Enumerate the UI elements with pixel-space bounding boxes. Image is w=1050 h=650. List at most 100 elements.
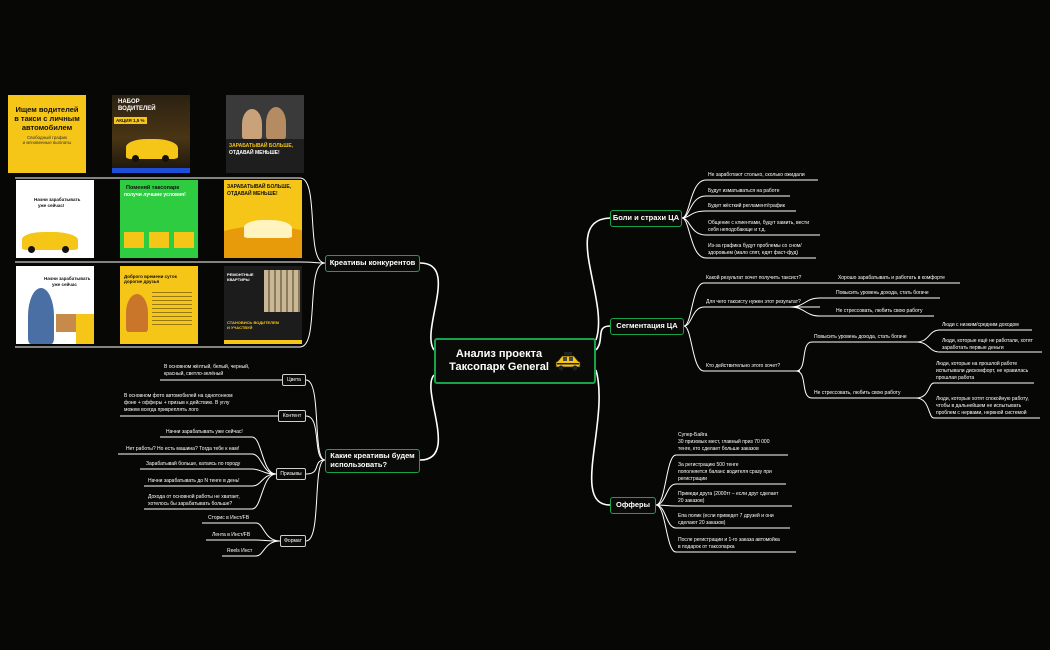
box-shape	[56, 314, 78, 332]
wheel-shape	[132, 155, 139, 162]
segment-q3-answer-2: Не стрессовать, любить свою работу	[814, 390, 901, 396]
wheel-shape	[62, 246, 69, 253]
segment-q2: Для чего таксисту нужен этот результат?	[706, 299, 801, 305]
offer-item-1: Супер-Байга 30 призовых мест, главный пр…	[678, 432, 770, 452]
call-item-5: Дохода от основной работы не хватает, хо…	[148, 494, 240, 507]
taxi-car-shape	[126, 139, 178, 159]
pain-item-4: Общение с клиентами, будут хамить, вести…	[708, 220, 810, 233]
thumb-7-line-2: уже сейчас	[52, 282, 77, 287]
format-label: Формат	[284, 538, 302, 544]
colors-text: В основном жёлтый, белый, черный, красны…	[164, 364, 250, 377]
competitor-thumbnail-9[interactable]: РЕМОНТНЫЕ КВАРТИРЫ СТАНОВИСЬ ВОДИТЕЛЕМ И…	[224, 266, 302, 344]
thumb-5-line-1: Поменяй таксопарк	[126, 185, 180, 191]
competitor-thumbnail-4[interactable]: Начни зарабатывать уже сейчас!	[16, 180, 94, 258]
call-item-1: Начни зарабатывать уже сейчас!	[166, 429, 243, 435]
offer-item-5: После регистрации и 1-го заказа автомойк…	[678, 537, 780, 550]
call-item-2: Нет работы? Но есть машина? Тогда тебе к…	[126, 446, 240, 452]
thumb-9-line-1: РЕМОНТНЫЕ	[227, 272, 254, 277]
offer-box	[149, 232, 169, 248]
competitor-thumbnail-1[interactable]: Ищем водителей в такси с личным автомоби…	[8, 95, 86, 173]
colors-node[interactable]: Цвета	[282, 374, 306, 386]
thumb-7-line-1: Начни зарабатывать	[44, 276, 91, 281]
footer-strip	[112, 168, 190, 173]
person-shape	[126, 294, 148, 332]
thumb-2-line-2: ВОДИТЕЛЕЙ	[118, 106, 156, 112]
taxi-car-shape	[244, 220, 292, 238]
segment-q3-answer-1: Повысить уровень дохода, стать богаче	[814, 334, 907, 340]
content-node[interactable]: Контент	[278, 410, 306, 422]
offer-box	[174, 232, 194, 248]
thumb-1-sub: Свободный график и мгновенные выплаты	[22, 135, 72, 145]
text-block	[152, 292, 192, 326]
offer-box	[124, 232, 144, 248]
offers-node[interactable]: Офферы	[610, 497, 656, 514]
taxi-car-shape	[22, 232, 78, 250]
pain-item-5: Из-за графика будут проблемы со сном/ зд…	[708, 243, 802, 256]
root-label: Анализ проекта Таксопарк General	[449, 348, 549, 373]
thumb-6-line-1: ЗАРАБАТЫВАЙ БОЛЬШЕ,	[227, 184, 292, 190]
competitor-thumbnail-7[interactable]: Начни зарабатывать уже сейчас	[16, 266, 94, 344]
competitors-node[interactable]: Креативы конкурентов	[325, 255, 420, 272]
competitor-thumbnail-6[interactable]: ЗАРАБАТЫВАЙ БОЛЬШЕ, ОТДАВАЙ МЕНЬШЕ!	[224, 180, 302, 258]
thumb-4-line-2: уже сейчас!	[38, 203, 65, 208]
thumb-3-line-2: ОТДАВАЙ МЕНЬШЕ!	[229, 150, 280, 156]
creatives-label: Какие креативы будем использовать?	[330, 451, 415, 469]
pain-item-2: Будут изматываться на работе	[708, 188, 780, 194]
taxi-icon	[555, 351, 581, 371]
format-node[interactable]: Формат	[280, 535, 306, 547]
competitor-thumbnail-2[interactable]: НАБОР ВОДИТЕЛЕЙ АКЦИЯ 1,5 %	[112, 95, 190, 173]
calls-label: Призывы	[280, 471, 302, 477]
offer-item-4: Епа полик (если приведет 7 друзей и они …	[678, 513, 774, 526]
competitor-thumbnail-5[interactable]: Поменяй таксопарк получи лучшие условия!	[120, 180, 198, 258]
pain-item-1: Не заработают столько, сколько ожидали	[708, 172, 805, 178]
headline-band	[226, 139, 304, 173]
thumb-1-line-2: в такси с личным	[14, 114, 80, 123]
creatives-node[interactable]: Какие креативы будем использовать?	[325, 449, 420, 473]
format-item-2: Лента в Инст/FB	[212, 532, 251, 538]
person-shape	[28, 288, 54, 344]
offer-item-2: За регистрацию 500 тенге пополняется бал…	[678, 462, 772, 482]
format-item-1: Сторис в Инст/FB	[208, 515, 250, 521]
offer-item-3: Приведи друга (2000тг – если друг сделае…	[678, 491, 779, 504]
pain-node[interactable]: Боли и страхи ЦА	[610, 210, 682, 227]
format-item-3: Reels Инст	[227, 548, 253, 554]
segment-q2-answer-2: Не стрессовать, любить свою работу	[836, 308, 923, 314]
segment-q3-answer-1-item-2: Люди, которые ещё не работали, хотят зар…	[942, 338, 1033, 351]
segment-q1-answer: Хорошо зарабатывать и работать в комфорт…	[838, 275, 945, 281]
call-item-3: Зарабатывай больше, катаясь по городу	[146, 461, 241, 467]
thumb-2-line-1: НАБОР	[118, 99, 140, 105]
segment-q3-answer-2-item-1: Люди, которые на прошлой работе испытыва…	[936, 361, 1029, 381]
person-shape	[266, 107, 286, 139]
thumb-9-sub: СТАНОВИСЬ ВОДИТЕЛЕМ И УЧАСТВУЙ	[227, 320, 279, 330]
thumb-5-line-2: получи лучшие условия!	[124, 192, 186, 198]
competitor-thumbnail-3[interactable]: ЗАРАБАТЫВАЙ БОЛЬШЕ, ОТДАВАЙ МЕНЬШЕ!	[226, 95, 304, 173]
pain-item-3: Будет жёсткий регламент/график	[708, 203, 785, 209]
call-item-4: Начни зарабатывать до N тенге в день!	[148, 478, 240, 484]
segment-q3: Кто действительно этого хочет?	[706, 363, 781, 369]
thumb-6-line-2: ОТДАВАЙ МЕНЬШЕ!	[227, 191, 278, 197]
wheel-shape	[162, 155, 169, 162]
content-label: Контент	[282, 413, 302, 419]
segment-node[interactable]: Сегментация ЦА	[610, 318, 684, 335]
yellow-corner	[76, 314, 94, 344]
thumb-4-line-1: Начни зарабатывать	[34, 197, 81, 202]
segment-q2-answer-1: Повысить уровень дохода, стать богаче	[836, 290, 929, 296]
person-shape	[242, 109, 262, 139]
yellow-strip	[224, 340, 302, 344]
colors-label: Цвета	[287, 377, 301, 383]
calls-node[interactable]: Призывы	[276, 468, 306, 480]
building-shape	[264, 270, 300, 312]
segment-label: Сегментация ЦА	[616, 321, 678, 331]
thumb-1-line-1: Ищем водителей	[15, 105, 79, 114]
thumb-8-line-1: Доброго времени суток дорогие друзья	[124, 274, 177, 284]
pain-label: Боли и страхи ЦА	[612, 213, 680, 223]
segment-q3-answer-1-item-1: Люди с низким/средним доходом	[942, 322, 1019, 328]
wheel-shape	[28, 246, 35, 253]
competitor-thumbnail-8[interactable]: Доброго времени суток дорогие друзья	[120, 266, 198, 344]
thumb-2-sub: АКЦИЯ 1,5 %	[114, 117, 147, 124]
content-text: В основном фото автомобилей на однотонно…	[124, 393, 233, 413]
root-node[interactable]: Анализ проекта Таксопарк General	[434, 338, 596, 384]
thumb-1-line-3: автомобилем	[21, 123, 73, 132]
offers-label: Офферы	[615, 500, 651, 510]
